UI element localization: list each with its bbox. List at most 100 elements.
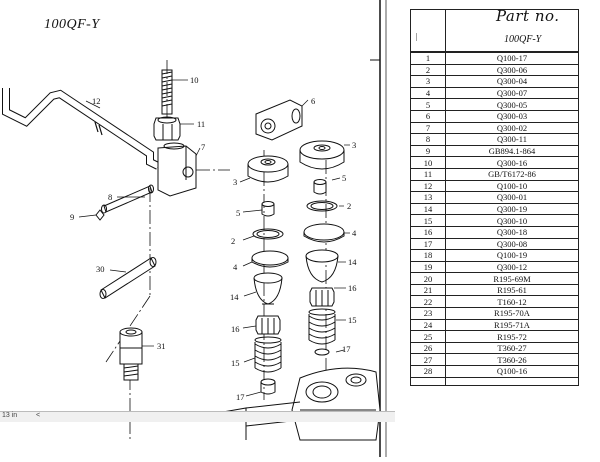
table-header-row: | Part no. 100QF-Y — [410, 9, 579, 53]
row-number-cell: 25 — [410, 330, 446, 343]
part-number-cell: Q100-17 — [445, 51, 579, 65]
callout-11: 11 — [197, 119, 205, 129]
empty-cell — [410, 376, 446, 386]
left-valve-stack — [247, 155, 289, 395]
part-number-cell: T160-12 — [445, 295, 579, 309]
rod-30 — [99, 257, 157, 299]
row-number-cell: 14 — [410, 202, 446, 216]
callout-14-right: 14 — [348, 257, 357, 267]
callout-6: 6 — [311, 96, 315, 106]
callout-9: 9 — [70, 212, 74, 222]
row-number-cell: 12 — [410, 179, 446, 193]
part-number-cell: Q300-12 — [445, 260, 579, 274]
part-number-cell: R195-70A — [445, 307, 579, 320]
row-number-cell: 9 — [410, 144, 446, 158]
callout-4-right: 4 — [352, 228, 357, 238]
part-number-cell: R195-72 — [445, 330, 579, 343]
row-number-cell: 11 — [410, 167, 446, 181]
pin-8 — [101, 184, 154, 214]
table-model-title: 100QF-Y — [504, 34, 542, 45]
callout-16-right: 16 — [348, 283, 357, 293]
row-number-cell: 5 — [410, 98, 446, 111]
part-number-cell: Q300-05 — [445, 98, 579, 111]
table-continuation-row — [410, 376, 579, 386]
callout-15-right: 15 — [348, 315, 357, 325]
row-number-cell: 24 — [410, 318, 446, 332]
callout-3-left: 3 — [233, 177, 237, 187]
part-number-cell: R195-61 — [445, 283, 579, 297]
part-number-cell: Q300-07 — [445, 86, 579, 100]
part-number-cell: T360-27 — [445, 341, 579, 355]
right-valve-stack — [299, 140, 345, 356]
exploded-parts-drawing: 100QF-Y — [2, 0, 387, 457]
row-number-cell: 4 — [410, 86, 446, 100]
callout-10: 10 — [190, 75, 199, 85]
part-number-cell: Q100-10 — [445, 179, 579, 193]
row-number-cell: 6 — [410, 109, 446, 123]
part-number-cell: Q300-02 — [445, 121, 579, 135]
row-number-cell: 15 — [410, 214, 446, 227]
row-number-cell: 26 — [410, 341, 446, 355]
callout-2-left: 2 — [231, 236, 235, 246]
centerlines — [105, 60, 327, 440]
callout-7: 7 — [201, 142, 205, 152]
callout-16-left: 16 — [231, 324, 240, 334]
header-no-cell: | — [410, 9, 446, 53]
viewer-status-bar: 13 in < — [0, 411, 395, 422]
row-number-cell: 19 — [410, 260, 446, 274]
row-number-cell: 3 — [410, 75, 446, 88]
row-number-cell: 10 — [410, 156, 446, 169]
row-number-cell: 16 — [410, 225, 446, 239]
row-number-cell: 17 — [410, 237, 446, 251]
callout-2-right: 2 — [347, 201, 351, 211]
part-number-cell: GB/T6172-86 — [445, 167, 579, 181]
part-number-cell: GB894.1-864 — [445, 144, 579, 158]
row-number-cell: 8 — [410, 133, 446, 146]
part-number-cell: Q300-11 — [445, 133, 579, 146]
part-number-cell: T360-26 — [445, 353, 579, 367]
part-number-cell: Q300-01 — [445, 191, 579, 204]
part-number-cell: Q300-08 — [445, 237, 579, 251]
part-number-cell: Q100-16 — [445, 365, 579, 378]
callout-4-left: 4 — [233, 262, 238, 272]
row-number-cell: 7 — [410, 121, 446, 135]
callout-31: 31 — [157, 341, 166, 351]
callout-12: 12 — [92, 96, 101, 106]
part-number-cell: Q300-10 — [445, 214, 579, 227]
callout-17-left: 17 — [236, 392, 245, 402]
zoom-readout: 13 in — [2, 412, 18, 419]
banjo-block-7 — [157, 142, 197, 197]
nut-11 — [153, 116, 181, 141]
part-number-cell: Q100-19 — [445, 249, 579, 262]
scroll-left-button[interactable]: < — [36, 412, 41, 419]
part-number-cell: Q300-16 — [445, 156, 579, 169]
empty-cell — [445, 376, 579, 386]
part-number-cell: Q300-06 — [445, 63, 579, 77]
part-number-cell: R195-71A — [445, 318, 579, 332]
callout-30: 30 — [96, 264, 105, 274]
